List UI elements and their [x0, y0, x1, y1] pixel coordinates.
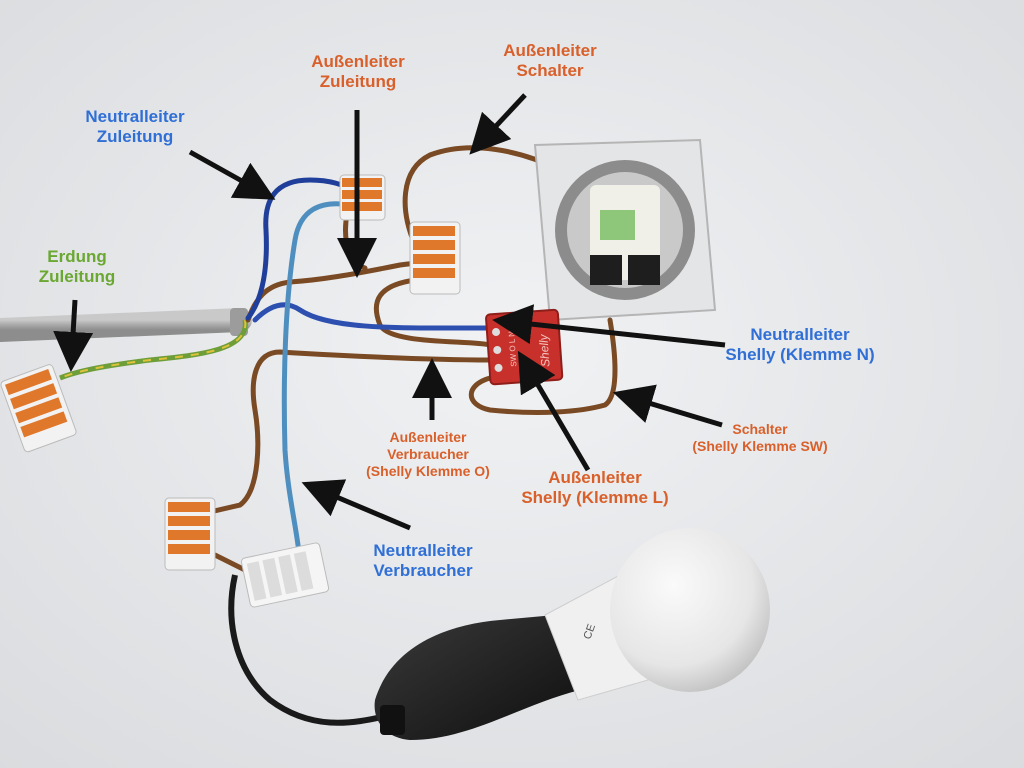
shelly-terminal-text: SW O L N [507, 331, 518, 367]
label-aussenleiter-shelly: Außenleiter Shelly (Klemme L) [521, 468, 669, 508]
wago-connector-icon [409, 221, 461, 295]
bulb-marking: CE [582, 623, 599, 641]
label-neutralleiter-verbraucher: Neutralleiter Verbraucher [373, 541, 473, 581]
arrow-icon [53, 299, 94, 372]
arrow-icon [188, 149, 276, 200]
wago-connector-icon [339, 174, 386, 221]
annotation-arrows [53, 93, 726, 531]
arrow-icon [492, 304, 726, 348]
arrow-icon [469, 93, 527, 155]
wago-connector-icon [0, 364, 77, 453]
label-schalter-shelly: Schalter (Shelly Klemme SW) [692, 421, 828, 454]
shelly-brand-text: Shelly [536, 333, 552, 368]
wago-connector-icon [240, 542, 330, 608]
arrow-icon [612, 384, 723, 428]
light-bulb-icon: CE [544, 528, 770, 701]
label-aussenleiter-schalter: Außenleiter Schalter [503, 41, 597, 81]
arrow-icon [301, 479, 411, 531]
label-neutralleiter-shelly: Neutralleiter Shelly (Klemme N) [725, 325, 875, 365]
label-neutralleiter-zuleitung: Neutralleiter Zuleitung [85, 107, 185, 147]
light-switch-icon [533, 138, 717, 322]
label-aussenleiter-zuleitung: Außenleiter Zuleitung [311, 52, 405, 92]
label-aussenleiter-verbraucher: Außenleiter Verbraucher (Shelly Klemme O… [366, 429, 490, 479]
wago-connector-icon [164, 497, 216, 571]
label-erdung-zuleitung: Erdung Zuleitung [38, 247, 116, 287]
arrow-icon [517, 350, 591, 472]
lamp-socket-icon [228, 574, 580, 740]
